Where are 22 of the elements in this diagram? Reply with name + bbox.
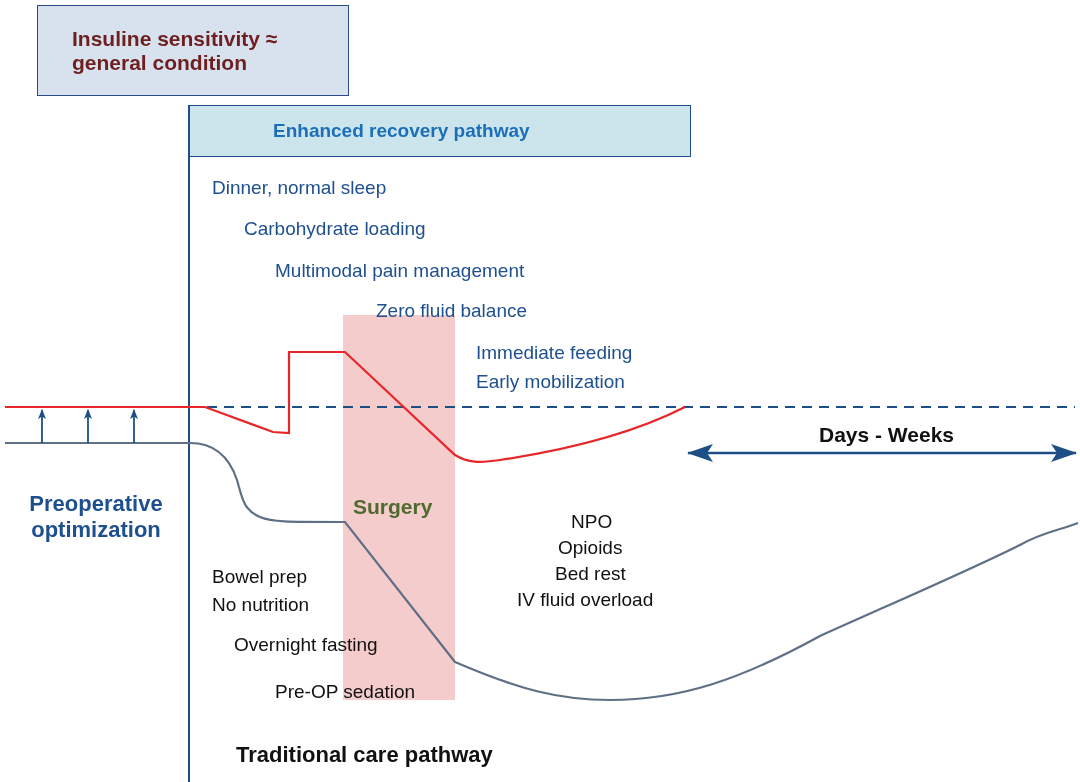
step-label: Carbohydrate loading — [244, 218, 426, 241]
title-box — [37, 5, 349, 96]
step-label: Zero fluid balance — [376, 300, 528, 323]
pathway-header-box — [189, 105, 691, 157]
duration-label: Days - Weeks — [819, 422, 955, 448]
step-label: Dinner, normal sleep — [212, 177, 387, 200]
pathway-label: Traditional care pathway — [236, 742, 493, 769]
step-label: Bowel prep — [212, 566, 308, 589]
step-label: Immediate feeding — [476, 342, 633, 365]
complication-label: Opioids — [558, 537, 623, 560]
complication-label: IV fluid overload — [517, 589, 654, 612]
step-label: Multimodal pain management — [275, 260, 525, 283]
step-label: Pre-OP sedation — [275, 681, 416, 704]
step-label: No nutrition — [212, 594, 310, 617]
box-title: Enhanced recovery pathway — [272, 120, 530, 142]
complication-label: NPO — [571, 511, 613, 534]
step-label: Early mobilization — [476, 371, 625, 394]
complication-label: Bed rest — [555, 563, 626, 586]
band-label: Surgery — [352, 494, 433, 519]
box-title: Insuline sensitivity ≈ general condition — [71, 27, 279, 74]
phase-label: Preoperative optimization — [28, 491, 164, 544]
step-label: Overnight fasting — [234, 634, 378, 657]
